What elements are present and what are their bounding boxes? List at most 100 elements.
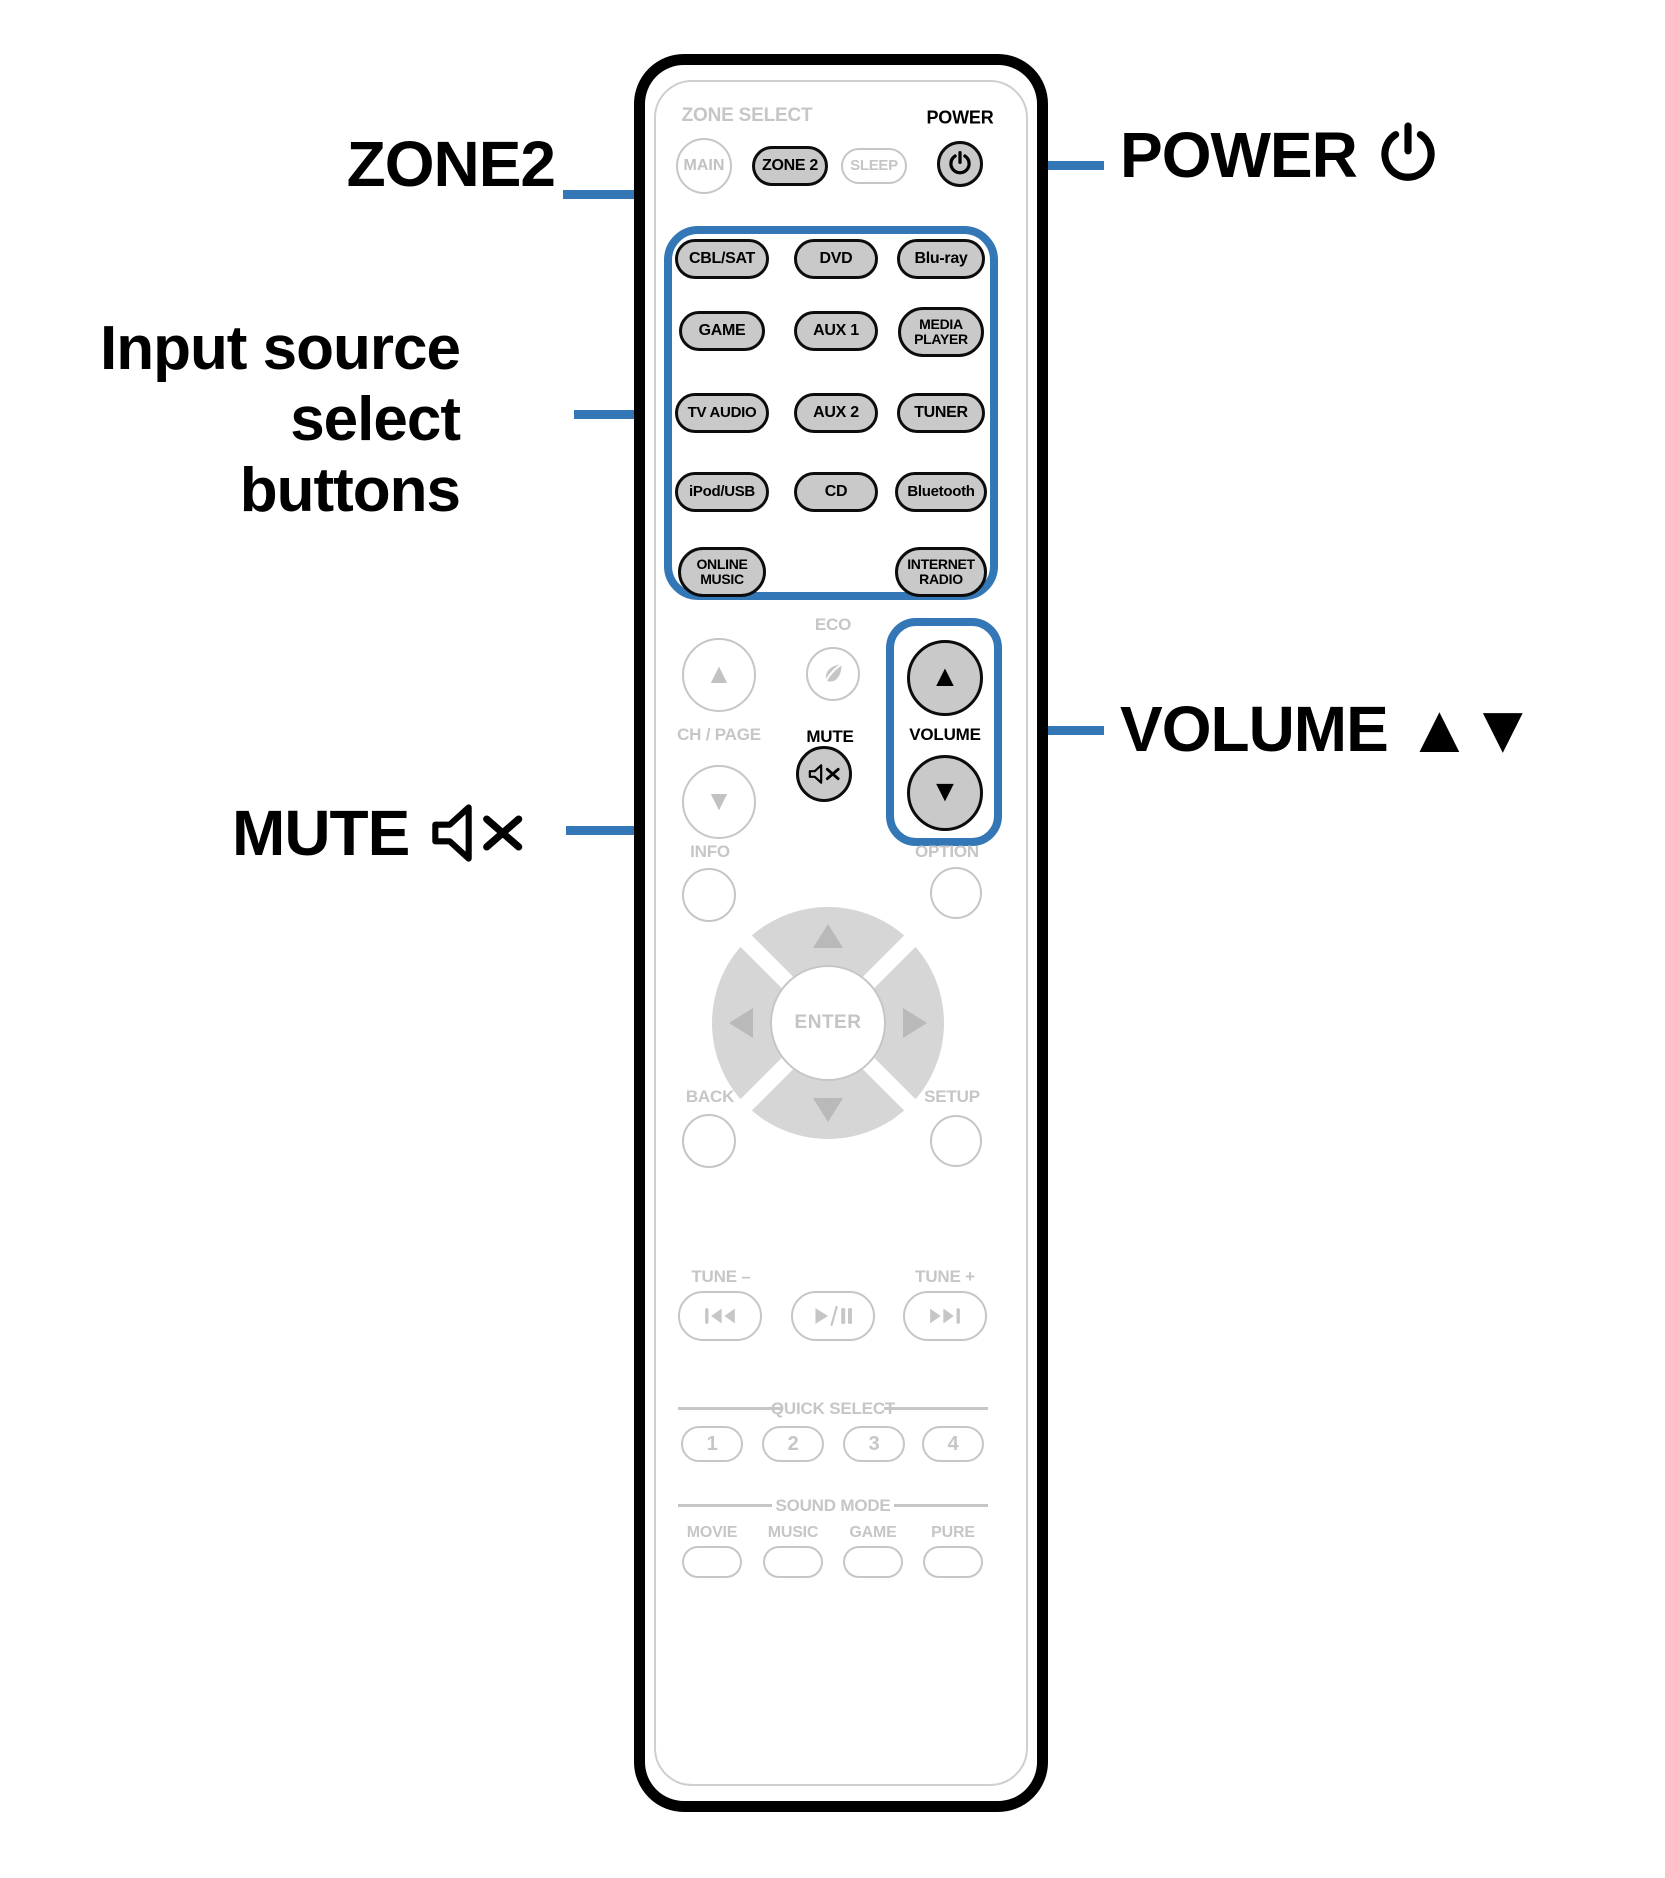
sound-mode-dash-right [894,1504,988,1507]
power-icon [949,151,971,175]
input-source-group-highlight [664,226,998,600]
quick-select-1-label: 1 [706,1432,718,1455]
source-aux2-label: AUX 2 [813,403,859,421]
sleep-button[interactable]: SLEEP [841,148,907,184]
sound-mode-movie-label: MOVIE [686,1524,738,1541]
play-pause-icon [815,1305,852,1327]
up-arrow-icon: ▲ [705,658,733,689]
source-blu-ray-button[interactable]: Blu-ray [897,239,985,279]
ch-page-down-button[interactable]: ▼ [682,765,756,839]
power-button-label: POWER [926,107,994,128]
sound-mode-pure-label: PURE [931,1524,975,1541]
source-media-player-label: MEDIA PLAYER [914,316,968,347]
main-zone-label: MAIN [683,157,725,174]
power-button[interactable] [937,141,983,187]
quick-select-dash-left [678,1407,782,1410]
remote-face-outline [654,80,1028,1786]
quick-select-4-button[interactable]: 4 [922,1426,984,1462]
source-tv-audio-button[interactable]: TV AUDIO [675,393,769,433]
sleep-button-label: SLEEP [850,157,898,175]
source-aux1-label: AUX 1 [813,321,859,339]
cursor-up-button[interactable] [813,924,843,948]
quick-select-2-button[interactable]: 2 [762,1426,824,1462]
source-online-music-button[interactable]: ONLINE MUSIC [678,547,766,597]
back-label: BACK [685,1087,735,1106]
source-cbl-sat-button[interactable]: CBL/SAT [675,239,769,279]
volume-up-down-icons: ▲▼ [1405,691,1537,767]
source-blu-ray-label: Blu-ray [914,249,968,267]
source-cbl-sat-label: CBL/SAT [688,249,756,267]
skip-forward-button[interactable] [903,1291,987,1341]
down-arrow-icon: ▼ [930,775,960,808]
eco-button[interactable] [806,647,860,701]
quick-select-3-button[interactable]: 3 [843,1426,905,1462]
source-internet-radio-label: INTERNET RADIO [907,556,975,587]
sound-mode-pure-button[interactable] [923,1546,983,1578]
quick-select-4-label: 4 [947,1432,959,1455]
info-button[interactable] [682,868,736,922]
ch-page-up-button[interactable]: ▲ [682,638,756,712]
mute-icon [808,764,840,784]
cursor-down-button[interactable] [813,1098,843,1122]
down-arrow-icon: ▼ [705,785,733,816]
quick-select-title: QUICK SELECT [770,1399,896,1418]
source-ipod-usb-label: iPod/USB [689,483,755,501]
source-cd-button[interactable]: CD [794,472,878,512]
mute-callout: MUTE [232,796,527,870]
eco-label: ECO [814,615,852,634]
source-online-music-label: ONLINE MUSIC [696,556,748,587]
zone-select-title: ZONE SELECT [681,105,813,126]
mute-button[interactable] [796,746,852,802]
volume-down-button[interactable]: ▼ [907,755,983,831]
sound-mode-movie-button[interactable] [682,1546,742,1578]
main-zone-button[interactable]: MAIN [676,138,732,194]
back-button[interactable] [682,1114,736,1168]
source-tuner-label: TUNER [914,403,968,421]
enter-label: ENTER [794,1012,862,1033]
source-cd-label: CD [824,482,848,500]
zone2-callout-text: ZONE2 [346,128,556,200]
volume-callout: VOLUME ▲▼ [1120,691,1537,767]
sound-mode-game-label: GAME [849,1524,897,1541]
quick-select-dash-right [884,1407,988,1410]
input-source-callout-line [574,410,670,419]
input-source-callout-line3: buttons [239,456,461,525]
source-media-player-button[interactable]: MEDIA PLAYER [898,307,984,357]
source-tuner-button[interactable]: TUNER [897,393,985,433]
cursor-left-button[interactable] [729,1008,753,1038]
enter-button[interactable]: ENTER [770,965,886,1081]
power-callout-text: POWER [1120,119,1358,191]
sound-mode-dash-left [678,1504,772,1507]
tune-plus-label: TUNE + [915,1267,975,1286]
volume-up-button[interactable]: ▲ [907,640,983,716]
source-dvd-button[interactable]: DVD [794,239,878,279]
mute-icon [432,804,523,862]
up-arrow-icon: ▲ [930,660,960,693]
source-game-button[interactable]: GAME [679,311,765,351]
zone2-button[interactable]: ZONE 2 [752,146,828,186]
source-ipod-usb-button[interactable]: iPod/USB [675,472,769,512]
volume-group-highlight [886,618,1002,846]
eco-leaf-icon [823,663,843,685]
zone2-button-label: ZONE 2 [762,156,818,174]
quick-select-3-label: 3 [868,1432,880,1455]
quick-select-1-button[interactable]: 1 [681,1426,743,1462]
source-game-label: GAME [698,321,746,339]
play-pause-button[interactable] [791,1291,875,1341]
skip-back-button[interactable] [678,1291,762,1341]
source-aux2-button[interactable]: AUX 2 [794,393,878,433]
setup-button[interactable] [930,1115,982,1167]
source-internet-radio-button[interactable]: INTERNET RADIO [895,547,987,597]
sound-mode-music-button[interactable] [763,1546,823,1578]
power-icon [1381,122,1435,181]
source-bluetooth-button[interactable]: Bluetooth [895,472,987,512]
option-button[interactable] [930,867,982,919]
ch-page-label: CH / PAGE [677,725,761,744]
quick-select-2-label: 2 [787,1432,799,1455]
dpad: ENTER [712,907,944,1139]
sound-mode-game-button[interactable] [843,1546,903,1578]
source-aux1-button[interactable]: AUX 1 [794,311,878,351]
cursor-right-button[interactable] [903,1008,927,1038]
input-source-callout: Input source select buttons [95,313,461,526]
